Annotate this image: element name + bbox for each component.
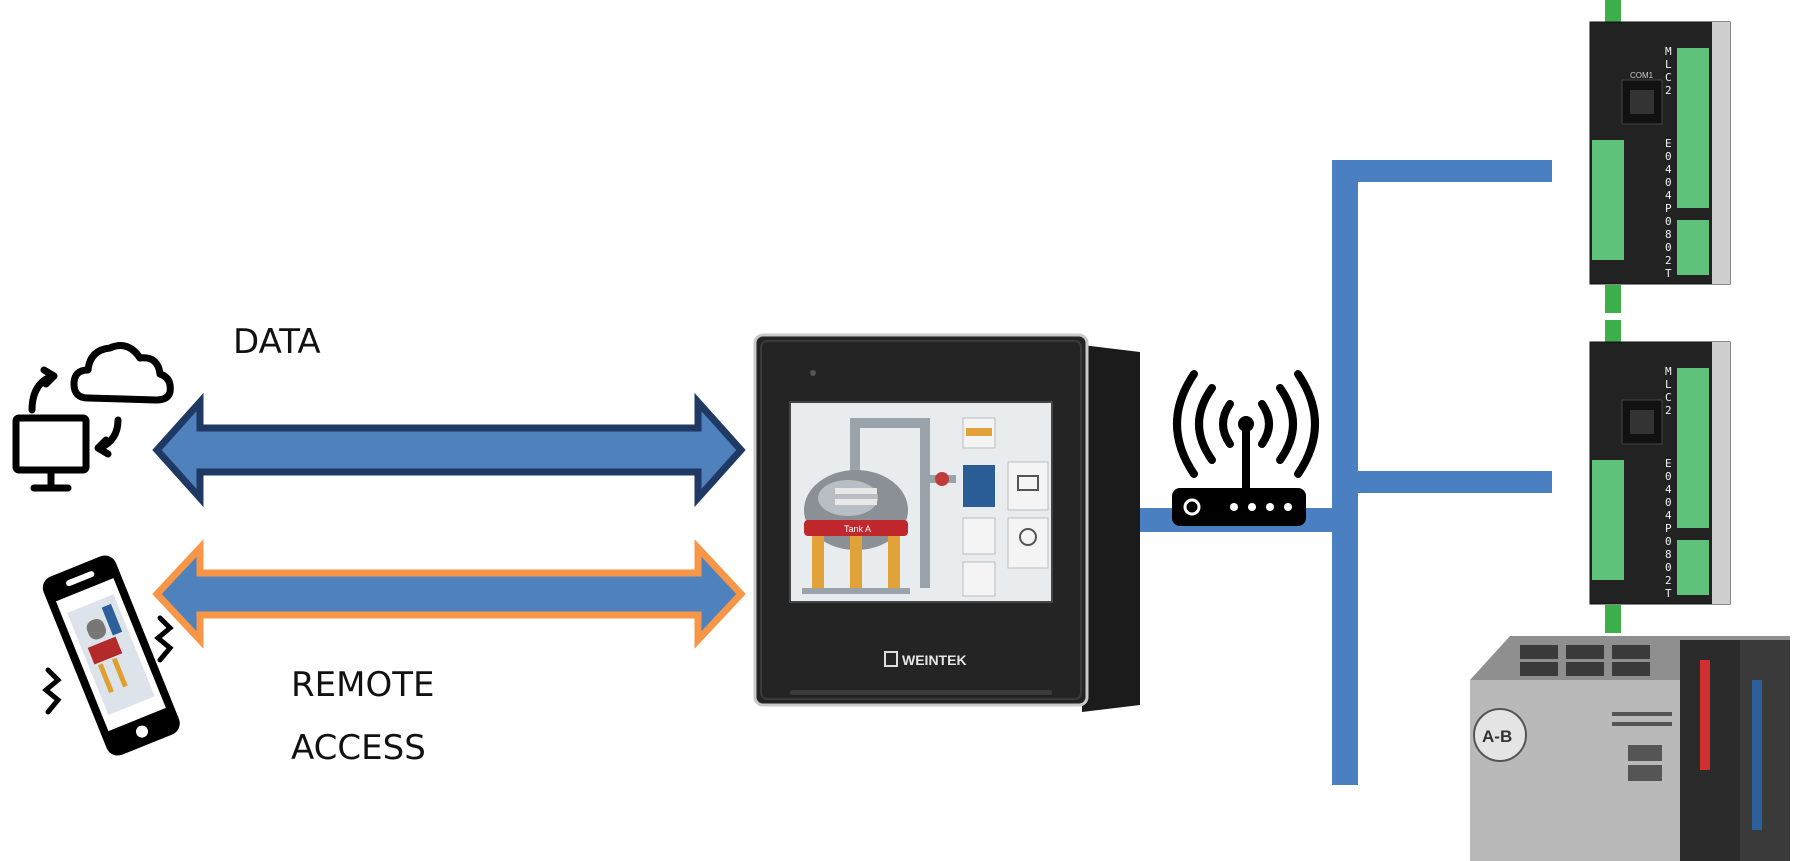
plc-model-char: 4	[1665, 483, 1672, 496]
plc-model-char: 0	[1665, 561, 1672, 574]
plc-model-char: 0	[1665, 176, 1672, 189]
plc-model-char: 0	[1665, 470, 1672, 483]
plc-model-char: E	[1665, 457, 1672, 470]
plc-model-char: 2	[1665, 404, 1672, 417]
plc-port-label: COM1	[1630, 71, 1654, 80]
plc-model-char: T	[1665, 587, 1672, 600]
plc-model-char: M	[1665, 365, 1672, 378]
plc-model-char: 2	[1665, 84, 1672, 97]
plc-model-char: M	[1665, 45, 1672, 58]
plc-model-char: 0	[1665, 496, 1672, 509]
remote-access-label-line2: ACCESS	[291, 728, 426, 768]
hmi-touch-panel: Tank A WEINTEK	[753, 333, 1140, 712]
plc-model-char: E	[1665, 137, 1672, 150]
plc-model-char: 4	[1665, 189, 1672, 202]
plc-model-char: 2	[1665, 254, 1672, 267]
plc-model-char: C	[1665, 391, 1672, 404]
plc-model-char: P	[1665, 522, 1672, 535]
plc-model-char: P	[1665, 202, 1672, 215]
plc-model-char: 0	[1665, 241, 1672, 254]
plc-model-char: 0	[1665, 535, 1672, 548]
plc-model-char: 2	[1665, 574, 1672, 587]
hmi-tank-label: Tank A	[844, 524, 871, 534]
remote-access-arrow	[152, 539, 746, 649]
plc-model-char: 0	[1665, 215, 1672, 228]
plc-model-char: 0	[1665, 150, 1672, 163]
plc-model-char: 4	[1665, 163, 1672, 176]
plc-model-char: L	[1665, 378, 1672, 391]
bus-branch-top	[1332, 160, 1552, 182]
cloud-sync-computer-icon	[12, 342, 174, 492]
smartphone-vibrating-icon	[42, 555, 180, 756]
hmi-brand-logo: WEINTEK	[902, 652, 967, 668]
ab-logo: A-B	[1482, 727, 1512, 746]
bus-branch-middle	[1332, 471, 1552, 493]
plc-model-char: 4	[1665, 509, 1672, 522]
data-arrow	[152, 392, 746, 508]
data-arrow-label: DATA	[233, 322, 321, 362]
allen-bradley-plc-chassis: A-B	[1470, 636, 1790, 861]
wireless-router-icon	[1172, 370, 1319, 526]
plc-model-char: C	[1665, 71, 1672, 84]
plc-model-char: L	[1665, 58, 1672, 71]
plc-model-char: T	[1665, 267, 1672, 280]
plc-model-char: 8	[1665, 548, 1672, 561]
remote-access-label-line1: REMOTE	[291, 665, 435, 705]
plc-model-char: 8	[1665, 228, 1672, 241]
